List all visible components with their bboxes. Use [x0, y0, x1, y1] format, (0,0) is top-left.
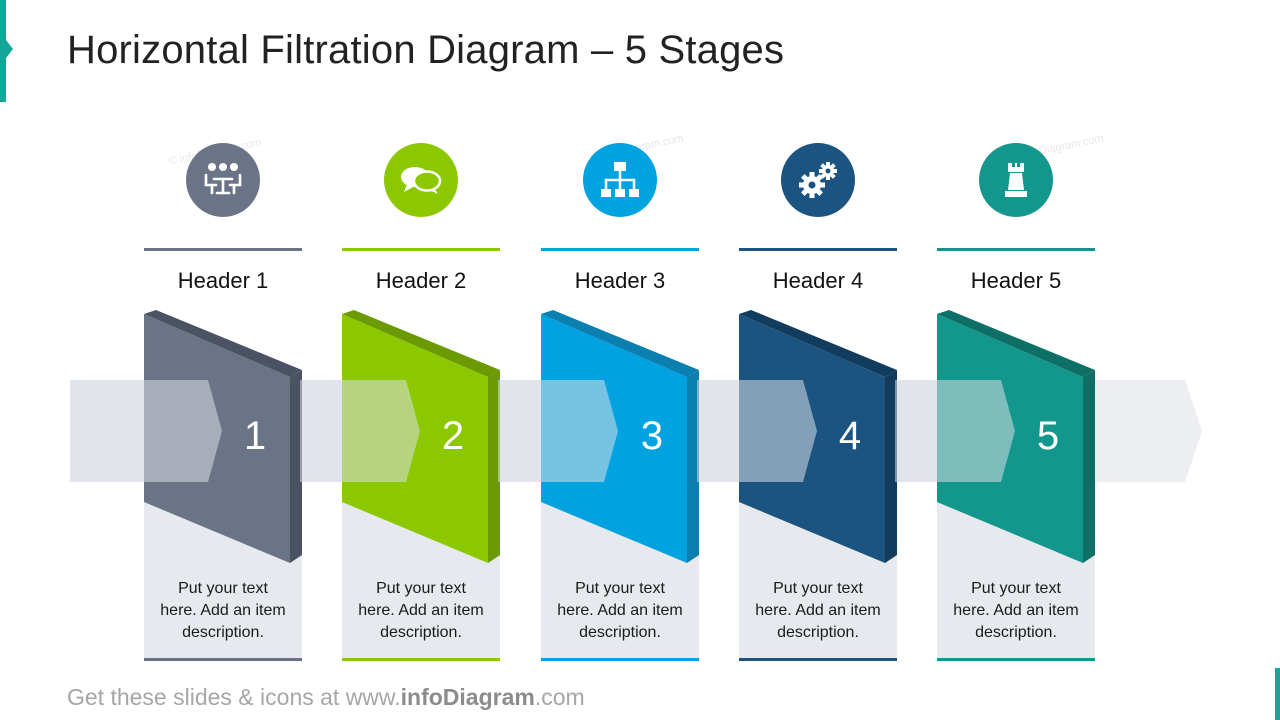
stage-description-line: Put your text [178, 580, 268, 597]
stage-description-line: here. Add an item [557, 602, 683, 619]
stage-icon-circle [583, 143, 657, 217]
stage-description-line: here. Add an item [358, 602, 484, 619]
stage-header: Header 1 [177, 268, 269, 293]
stage-icon-circle [781, 143, 855, 217]
stage-header: Header 4 [772, 268, 864, 293]
hierarchy-icon [597, 157, 643, 203]
footer-prefix: Get these slides & icons at www. [67, 684, 401, 710]
stage-description-line: description. [777, 624, 859, 641]
stage-3: Header 3 Put your text here. Add an item… [541, 0, 699, 720]
stage-number: 2 [441, 414, 465, 458]
footer-credit: Get these slides & icons at www.infoDiag… [67, 684, 585, 711]
stage-icon-circle [979, 143, 1053, 217]
stage-bottom-line [541, 658, 699, 661]
stage-5: Header 5 Put your text here. Add an item… [937, 0, 1095, 720]
stage-2: Header 2 Put your text here. Add an item… [342, 0, 500, 720]
speech-bubbles-icon [398, 157, 444, 203]
stage-number: 5 [1036, 414, 1060, 458]
stage-description: Put your text here. Add an item descript… [937, 578, 1095, 644]
footer-suffix: .com [534, 684, 585, 710]
stage-description-line: here. Add an item [755, 602, 881, 619]
slide-title: Horizontal Filtration Diagram – 5 Stages [67, 28, 785, 72]
meeting-icon [200, 157, 246, 203]
gears-icon [795, 157, 841, 203]
stage-bottom-line [342, 658, 500, 661]
stage-description: Put your text here. Add an item descript… [541, 578, 699, 644]
stage-4: Header 4 Put your text here. Add an item… [739, 0, 897, 720]
stage-top-line [144, 248, 302, 251]
stage-description-line: here. Add an item [160, 602, 286, 619]
stage-icon-circle [186, 143, 260, 217]
stage-description-line: Put your text [971, 580, 1061, 597]
stage-top-line [541, 248, 699, 251]
stage-description-line: Put your text [773, 580, 863, 597]
chess-rook-icon [993, 157, 1039, 203]
corner-accent-tab [0, 0, 13, 102]
stage-description: Put your text here. Add an item descript… [144, 578, 302, 644]
stage-description-line: description. [579, 624, 661, 641]
stage-header: Header 2 [375, 268, 467, 293]
footer-brand: infoDiagram [400, 684, 535, 710]
stage-number: 3 [640, 414, 664, 458]
stage-description: Put your text here. Add an item descript… [739, 578, 897, 644]
stage-header: Header 5 [970, 268, 1062, 293]
stage-description-line: here. Add an item [953, 602, 1079, 619]
stage-number: 4 [838, 414, 862, 458]
stage-top-line [342, 248, 500, 251]
stage-bottom-line [144, 658, 302, 661]
stage-bottom-line [739, 658, 897, 661]
stage-description-line: Put your text [575, 580, 665, 597]
stage-description-line: description. [182, 624, 264, 641]
stage-description: Put your text here. Add an item descript… [342, 578, 500, 644]
stage-top-line [739, 248, 897, 251]
stage-icon-circle [384, 143, 458, 217]
stage-bottom-line [937, 658, 1095, 661]
stage-1: Header 1 Put your text here. Add an item… [144, 0, 302, 720]
stage-description-line: description. [975, 624, 1057, 641]
stage-description-line: Put your text [376, 580, 466, 597]
stage-header: Header 3 [574, 268, 666, 293]
stage-number: 1 [243, 414, 267, 458]
stage-top-line [937, 248, 1095, 251]
corner-accent-bar [1275, 668, 1280, 720]
stage-description-line: description. [380, 624, 462, 641]
